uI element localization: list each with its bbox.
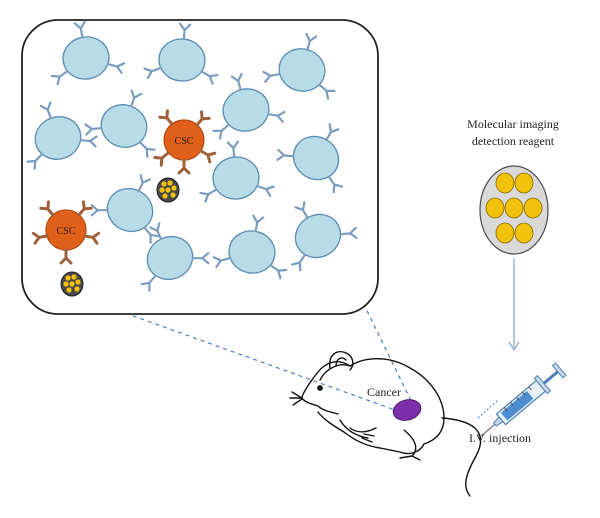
csc-label: CSC <box>57 226 76 237</box>
injection-stream <box>477 399 499 419</box>
reagent-capsule-icon <box>479 165 549 255</box>
syringe-icon <box>480 362 567 437</box>
nanoparticle-cluster-icon <box>156 177 180 203</box>
tumor-icon <box>392 399 422 421</box>
nanoparticle-cluster-icon <box>60 271 84 297</box>
csc-label: CSC <box>175 136 194 147</box>
csc-icon: CSC <box>31 200 101 265</box>
arrow-down-icon <box>508 258 520 352</box>
reagent-label-line1: Molecular imaging <box>467 117 559 131</box>
injection-label: I.V. injection <box>469 431 531 445</box>
zoom-line-right <box>352 281 414 406</box>
csc-icon: CSC <box>153 109 217 175</box>
zoom-line-left <box>49 285 396 411</box>
mouse-icon <box>289 350 482 497</box>
magnified-tissue-panel <box>21 19 379 315</box>
reagent-label-line2: detection reagent <box>472 134 555 148</box>
cancer-label: Cancer <box>367 385 401 399</box>
